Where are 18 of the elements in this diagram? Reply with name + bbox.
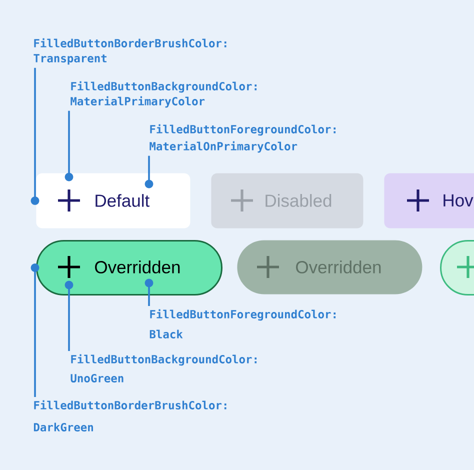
button: Hov [384, 173, 474, 228]
button: Default [36, 173, 190, 228]
leader-line [144, 156, 154, 188]
callout-label: FilledButtonBackgroundColor: UnoGreen [70, 354, 257, 382]
leader-line [30, 68, 40, 205]
button: Disabled [211, 173, 364, 228]
leader-line [64, 110, 74, 182]
callout-label: FilledButtonBorderBrushColor: Transparent [34, 38, 226, 65]
callout-label: FilledButtonForegroundColor: MaterialOnPrimaryColor [150, 124, 336, 153]
button: Overridden [36, 240, 222, 296]
button-shape [440, 240, 474, 296]
callout-label: FilledButtonForegroundColor: Black [150, 309, 336, 338]
callout-label: FilledButtonBorderBrushColor: DarkGreen [34, 400, 226, 432]
leader-line [144, 278, 154, 306]
button: Overridden [237, 240, 422, 294]
callout-label: FilledButtonBackgroundColor: MaterialPrimaryColor [70, 81, 257, 108]
leader-line [30, 264, 40, 397]
leader-line [64, 280, 74, 351]
